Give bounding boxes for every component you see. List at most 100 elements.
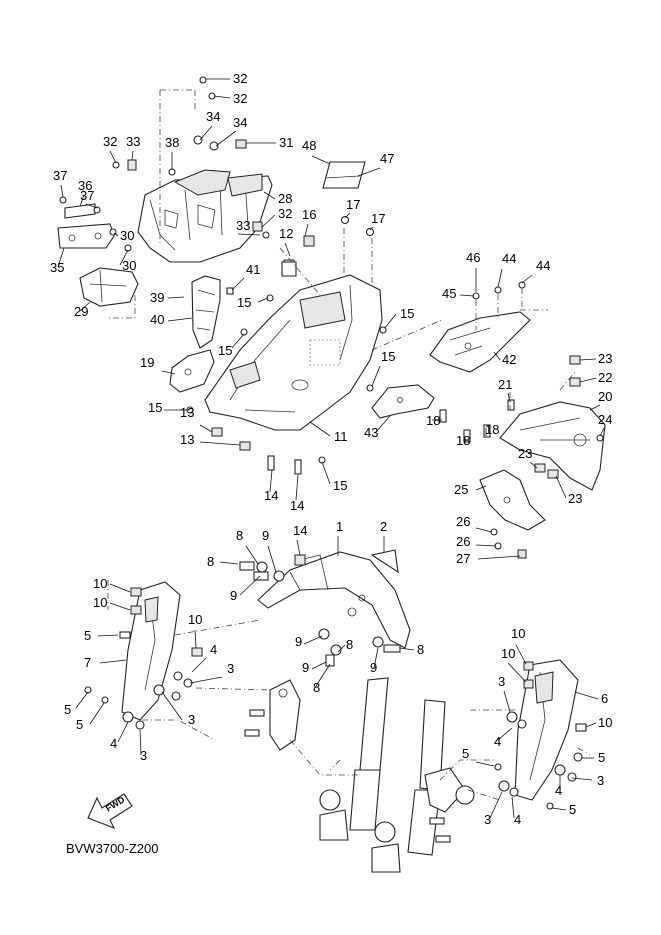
callout-part-35: 35 [50, 260, 64, 275]
leader-line-part-32 [213, 95, 231, 99]
leader-line-part-28 [263, 191, 276, 200]
leader-line-part-14 [269, 469, 273, 493]
callout-part-3: 3 [597, 773, 604, 788]
leader-line-part-3 [571, 777, 593, 781]
callout-part-5: 5 [84, 628, 91, 643]
callout-part-19: 19 [140, 355, 154, 370]
callout-part-18: 18 [485, 422, 499, 437]
callout-part-37: 37 [80, 188, 94, 203]
callout-part-45: 45 [442, 286, 456, 301]
tray-29 [79, 267, 139, 307]
right-fork-hardware [494, 661, 587, 810]
callout-part-3: 3 [484, 812, 491, 827]
leader-line-part-15 [321, 461, 331, 485]
leader-line-part-24 [599, 427, 605, 437]
callout-part-5: 5 [462, 746, 469, 761]
callout-part-44: 44 [536, 258, 550, 273]
callout-part-15: 15 [333, 478, 347, 493]
leader-line-part-19 [161, 370, 176, 375]
callout-part-7: 7 [84, 655, 91, 670]
callout-part-46: 46 [466, 250, 480, 265]
inner-fender-part-11 [204, 274, 383, 431]
callout-part-15: 15 [381, 349, 395, 364]
callout-part-26: 26 [456, 534, 470, 549]
leader-line-part-10 [109, 583, 131, 593]
callout-part-31: 31 [279, 135, 293, 150]
callout-part-18: 18 [456, 433, 470, 448]
leader-line-part-39 [167, 296, 185, 299]
callout-part-4: 4 [210, 642, 217, 657]
leader-line-part-15 [371, 365, 381, 387]
callout-part-8: 8 [417, 642, 424, 657]
callout-part-30: 30 [122, 258, 136, 273]
callout-part-5: 5 [569, 802, 576, 817]
center-brackets [244, 679, 475, 843]
guard-40 [191, 275, 221, 349]
callout-part-15: 15 [400, 306, 414, 321]
callout-part-6: 6 [601, 691, 608, 706]
bracket-25 [479, 469, 546, 531]
fwd-arrow-icon: FWD [87, 793, 133, 830]
callout-part-16: 16 [302, 207, 316, 222]
callout-part-10: 10 [93, 576, 107, 591]
callout-part-10: 10 [511, 626, 525, 641]
leader-line-part-5 [97, 634, 119, 637]
callout-part-12: 12 [279, 226, 293, 241]
callout-part-8: 8 [207, 554, 214, 569]
fork-cover-part-7 [121, 581, 181, 721]
callout-part-27: 27 [456, 551, 470, 566]
diagram-code: BVW3700-Z200 [66, 841, 159, 856]
fender-hardware [239, 554, 401, 667]
fork-cover-part-6 [514, 659, 579, 801]
front-fender-part-1 [257, 551, 411, 649]
leader-line-part-5 [89, 702, 105, 725]
leader-line-part-32 [109, 150, 117, 164]
fender-tip-2 [370, 549, 399, 574]
callout-part-23: 23 [518, 446, 532, 461]
leader-line-part-25 [475, 485, 487, 491]
leader-line-part-30 [113, 232, 119, 237]
leader-line-part-26 [475, 544, 497, 547]
callout-part-10: 10 [188, 612, 202, 627]
callout-part-11: 11 [334, 429, 348, 444]
callout-part-26: 26 [456, 514, 470, 529]
leader-line-part-17 [369, 226, 374, 231]
stay-19 [169, 349, 215, 393]
callout-part-17: 17 [346, 197, 360, 212]
leader-line-part-6 [574, 691, 599, 700]
leader-line-part-13 [199, 441, 241, 446]
callout-part-32: 32 [233, 91, 247, 106]
callout-part-9: 9 [295, 634, 302, 649]
lid-pad-36 [64, 203, 96, 219]
leader-line-part-11 [309, 421, 331, 437]
leader-line-part-37 [60, 184, 64, 198]
dash-lines-left [107, 580, 271, 741]
callout-part-9: 9 [262, 528, 269, 543]
leader-line-part-22 [579, 377, 597, 383]
leader-line-part-8 [219, 561, 239, 565]
bracket-20 [499, 401, 606, 491]
leader-line-part-45 [459, 294, 475, 297]
leader-line-part-48 [311, 155, 331, 165]
callout-part-3: 3 [140, 748, 147, 763]
leader-line-part-33 [237, 233, 261, 236]
callout-part-5: 5 [76, 717, 83, 732]
leader-line-part-15 [257, 297, 269, 303]
dash-lines-right [475, 288, 576, 410]
callout-part-34: 34 [233, 115, 247, 130]
callout-part-40: 40 [150, 312, 164, 327]
leader-line-part-10 [109, 602, 131, 611]
leader-line-part-10 [507, 662, 527, 683]
callout-part-3: 3 [227, 661, 234, 676]
callout-part-23: 23 [598, 351, 612, 366]
leader-line-part-10 [585, 722, 597, 728]
leader-line-part-8 [315, 663, 331, 687]
dash-lines-bottom [289, 739, 495, 781]
leader-line-part-12 [284, 242, 291, 257]
leader-line-part-5 [551, 807, 567, 811]
leader-line-part-4 [497, 727, 513, 741]
callout-part-5: 5 [598, 750, 605, 765]
leader-lines [57, 78, 605, 819]
callout-part-24: 24 [598, 412, 612, 427]
